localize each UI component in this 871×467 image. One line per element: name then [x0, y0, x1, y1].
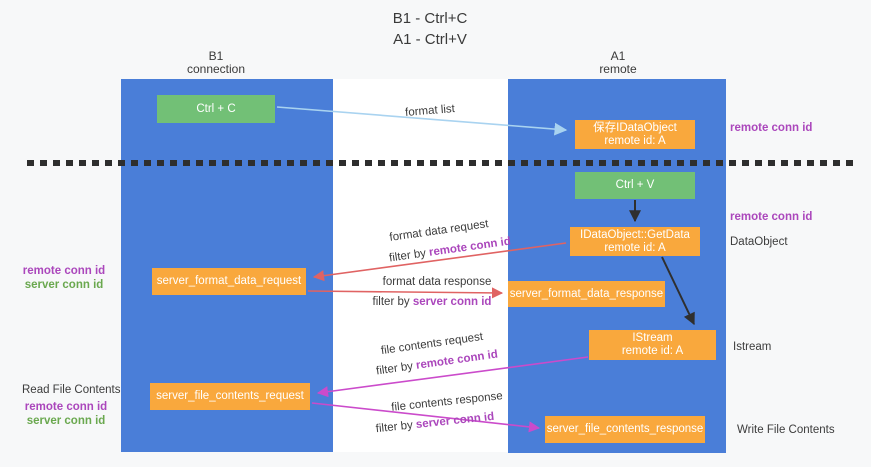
ctrl-c-box: Ctrl + C: [157, 95, 275, 123]
column-header-b1: B1 connection: [146, 50, 286, 76]
column-a1-role: remote: [599, 62, 637, 76]
column-a1-name: A1: [610, 49, 626, 63]
server-file-contents-request-label: server_file_contents_request: [156, 390, 304, 402]
save-idataobject-box: 保存IDataObject remote id: A: [575, 120, 695, 149]
left-remote-conn-id-1: remote conn id: [22, 265, 106, 277]
server-format-data-response-label: server_format_data_response: [509, 287, 664, 300]
left-server-conn-id-2: server conn id: [26, 415, 106, 427]
istream-box: IStream remote id: A: [589, 330, 716, 360]
server-conn-id-text: server conn id: [412, 296, 492, 308]
save-idataobject-line2: remote id: A: [604, 134, 666, 147]
diagram-title: B1 - Ctrl+C A1 - Ctrl+V: [330, 8, 530, 50]
server-file-contents-request-box: server_file_contents_request: [150, 383, 310, 410]
idataobject-getdata-box: IDataObject::GetData remote id: A: [570, 227, 700, 256]
column-header-a1: A1 remote: [548, 50, 688, 76]
column-b1-name: B1: [208, 49, 224, 63]
write-file-contents-label: Write File Contents: [737, 424, 835, 436]
server-format-data-request-label: server_format_data_request: [156, 275, 302, 287]
istream-line1: IStream: [632, 332, 673, 344]
server-format-data-response-box: server_format_data_response: [508, 281, 665, 307]
title-line1: B1 - Ctrl+C: [392, 10, 468, 27]
left-conn-id-pair-1: remote conn id server conn id: [14, 264, 114, 292]
server-file-contents-response-label: server_file_contents_response: [546, 423, 704, 435]
getdata-line2: remote id: A: [604, 241, 666, 254]
ctrl-c-label: Ctrl + C: [196, 102, 236, 115]
getdata-line1: IDataObject::GetData: [580, 228, 690, 241]
title-line2: A1 - Ctrl+V: [393, 31, 467, 48]
dataobject-label: DataObject: [730, 236, 788, 248]
filter-by-text: filter by: [372, 296, 410, 308]
filter-by-server-conn-id-label-1: filter by server conn id: [373, 296, 492, 308]
right-remote-conn-id-2: remote conn id: [730, 211, 813, 223]
ctrl-v-label: Ctrl + V: [615, 179, 655, 191]
format-data-response-label: format data response: [382, 276, 492, 288]
right-remote-conn-id-1: remote conn id: [730, 122, 813, 134]
ctrl-v-box: Ctrl + V: [575, 172, 695, 199]
server-file-contents-response-box: server_file_contents_response: [545, 416, 705, 443]
left-remote-conn-id-2: remote conn id: [24, 401, 108, 413]
server-format-data-request-box: server_format_data_request: [152, 268, 306, 295]
istream-line2: remote id: A: [621, 345, 684, 357]
session-separator-dashed-line: [27, 160, 855, 166]
left-conn-id-pair-2: remote conn id server conn id: [16, 400, 116, 428]
save-idataobject-line1: 保存IDataObject: [593, 121, 677, 134]
read-file-contents-label: Read File Contents: [22, 384, 121, 396]
column-b1-role: connection: [186, 62, 246, 76]
istream-side-label: Istream: [733, 341, 772, 353]
left-server-conn-id-1: server conn id: [24, 279, 104, 291]
